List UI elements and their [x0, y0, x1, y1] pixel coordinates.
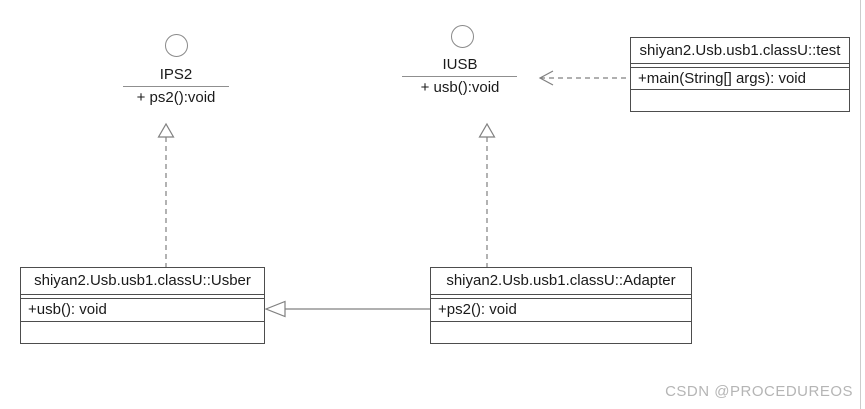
class-test-attributes-compartment [631, 64, 849, 68]
class-test-method: +main(String[] args): void [631, 68, 849, 90]
csdn-watermark: CSDN @PROCEDUREOS [665, 383, 853, 400]
class-usber-empty-compartment [21, 322, 264, 343]
interface-ips2-underline [123, 86, 229, 87]
class-adapter-empty-compartment [431, 322, 691, 343]
class-adapter-name: shiyan2.Usb.usb1.classU::Adapter [431, 268, 691, 295]
dependency-arrow-test-to-iusb[interactable] [536, 66, 631, 90]
class-test-name: shiyan2.Usb.usb1.classU::test [631, 38, 849, 64]
hollow-triangle-left-icon [264, 300, 286, 318]
realization-arrow-adapter-to-iusb[interactable] [475, 122, 499, 268]
class-box-adapter[interactable]: shiyan2.Usb.usb1.classU::Adapter +ps2():… [430, 267, 692, 344]
class-usber-attributes-compartment [21, 295, 264, 299]
class-box-usber[interactable]: shiyan2.Usb.usb1.classU::Usber +usb(): v… [20, 267, 265, 344]
interface-ips2-operation: + ps2():void [136, 89, 216, 106]
generalization-arrow-adapter-to-usber[interactable] [264, 298, 431, 320]
interface-iusb-name: IUSB [442, 56, 478, 73]
interface-iusb-lollipop-circle[interactable] [451, 25, 474, 48]
canvas-edge-line [860, 0, 861, 409]
hollow-triangle-up-icon [478, 122, 496, 138]
interface-ips2-lollipop-circle[interactable] [165, 34, 188, 57]
hollow-triangle-up-icon [157, 122, 175, 138]
class-usber-method: +usb(): void [21, 299, 264, 322]
interface-ips2-name: IPS2 [159, 66, 193, 83]
class-adapter-method: +ps2(): void [431, 299, 691, 322]
class-usber-name: shiyan2.Usb.usb1.classU::Usber [21, 268, 264, 295]
interface-iusb-underline [402, 76, 517, 77]
class-test-empty-compartment [631, 90, 849, 111]
realization-arrow-usber-to-ips2[interactable] [154, 122, 178, 268]
class-adapter-attributes-compartment [431, 295, 691, 299]
interface-iusb-operation: + usb():void [420, 79, 500, 96]
class-box-test[interactable]: shiyan2.Usb.usb1.classU::test +main(Stri… [630, 37, 850, 112]
